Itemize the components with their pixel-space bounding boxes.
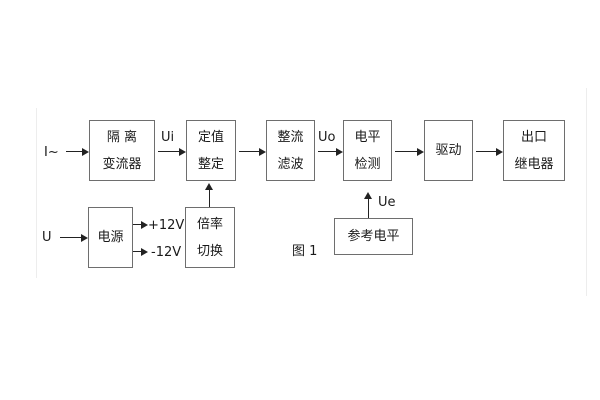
node-rectify-filter-line1: 整流 bbox=[277, 129, 304, 145]
node-setting-adjust: 定值 整定 bbox=[186, 120, 236, 181]
arrow-power-plus12 bbox=[133, 220, 148, 229]
arrow-power-minus12 bbox=[133, 247, 148, 256]
node-ratio-switch: 倍率 切换 bbox=[185, 207, 235, 268]
node-level-detect-line2: 检测 bbox=[354, 156, 381, 172]
left-page-rule bbox=[36, 108, 37, 278]
node-output-relay-line2: 继电器 bbox=[514, 156, 554, 172]
uo-signal-label: Uo bbox=[318, 130, 336, 145]
node-isolation-converter-line1: 隔 离 bbox=[106, 129, 138, 145]
node-rectify-filter-line2: 滤波 bbox=[277, 156, 304, 172]
right-page-rule bbox=[586, 88, 587, 296]
node-setting-adjust-line1: 定值 bbox=[197, 129, 224, 145]
node-isolation-converter-line2: 变流器 bbox=[102, 156, 142, 172]
node-ratio-switch-line2: 切换 bbox=[196, 243, 223, 259]
input-voltage-label: U bbox=[42, 230, 52, 245]
arrow-drive-to-output-relay bbox=[476, 147, 503, 156]
node-reference-level: 参考电平 bbox=[334, 218, 413, 255]
node-level-detect-line1: 电平 bbox=[354, 129, 381, 145]
arrow-ratio-switch-to-setting bbox=[205, 183, 214, 207]
node-ratio-switch-line1: 倍率 bbox=[196, 216, 223, 232]
arrow-level-detect-to-drive bbox=[395, 147, 424, 156]
arrow-input-to-isolation bbox=[66, 147, 89, 156]
node-power-supply-line1: 电源 bbox=[97, 230, 124, 245]
plus-12v-label: +12V bbox=[148, 218, 185, 233]
figure-caption: 图 1 bbox=[292, 244, 318, 259]
ue-signal-label: Ue bbox=[378, 195, 396, 210]
arrow-rectifier-to-level-detect bbox=[318, 147, 343, 156]
arrow-isolation-to-setting bbox=[158, 147, 186, 156]
node-rectify-filter: 整流 滤波 bbox=[266, 120, 315, 181]
node-reference-level-line1: 参考电平 bbox=[347, 229, 400, 244]
node-setting-adjust-line2: 整定 bbox=[197, 156, 224, 172]
arrow-voltage-to-power bbox=[60, 233, 88, 242]
ui-signal-label: Ui bbox=[161, 130, 175, 145]
node-output-relay-line1: 出口 bbox=[520, 129, 547, 145]
node-level-detect: 电平 检测 bbox=[343, 120, 392, 181]
arrow-reference-level-ue bbox=[364, 192, 373, 218]
node-output-relay: 出口 继电器 bbox=[503, 120, 565, 181]
minus-12v-label: -12V bbox=[151, 245, 182, 260]
input-current-label: I~ bbox=[44, 145, 59, 160]
node-power-supply: 电源 bbox=[88, 207, 133, 268]
node-isolation-converter: 隔 离 变流器 bbox=[89, 120, 155, 181]
node-drive: 驱动 bbox=[424, 120, 473, 181]
arrow-setting-to-rectifier bbox=[239, 147, 266, 156]
node-drive-line1: 驱动 bbox=[435, 143, 462, 158]
